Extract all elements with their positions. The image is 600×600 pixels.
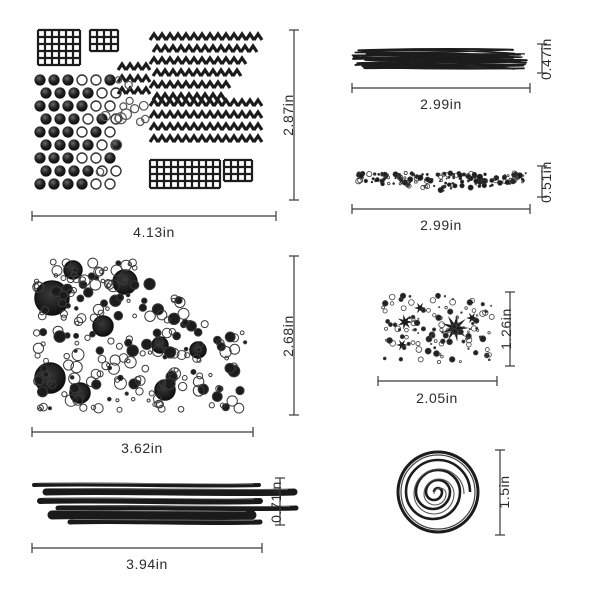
height-label-scribble-bar: 0.47in xyxy=(538,38,555,80)
height-label-brush-strokes: 0.71in xyxy=(268,481,284,523)
width-label-grid-stamp: 4.13in xyxy=(133,224,175,240)
width-label-scribble-bar: 2.99in xyxy=(420,96,462,112)
width-label-brush-strokes: 3.94in xyxy=(126,556,168,572)
stamp-grid-chevron-dots xyxy=(34,28,264,190)
stamp-scribble-bar xyxy=(351,48,528,70)
stamp-speckle-strip xyxy=(355,170,527,193)
chevron-pattern xyxy=(116,31,264,143)
stamp-bubbles xyxy=(32,257,248,414)
height-label-splatter: 1.26in xyxy=(498,308,514,350)
height-label-grid-stamp: 2.87in xyxy=(280,94,296,136)
dot-pattern xyxy=(34,74,150,190)
height-label-spiral-circle: 1.5in xyxy=(496,475,512,509)
stamp-spiral-circle xyxy=(396,450,480,534)
checker-grid-pattern xyxy=(36,28,254,190)
stamp-splatter xyxy=(381,292,495,364)
width-label-speckle-strip: 2.99in xyxy=(420,217,462,233)
width-label-splatter: 2.05in xyxy=(416,390,458,406)
stamp-brush-strokes xyxy=(32,482,299,526)
width-label-bubbles: 3.62in xyxy=(121,440,163,456)
dimension-rules xyxy=(31,29,547,553)
height-label-speckle-strip: 0.51in xyxy=(538,161,555,203)
height-label-bubbles: 2.68in xyxy=(280,315,296,357)
